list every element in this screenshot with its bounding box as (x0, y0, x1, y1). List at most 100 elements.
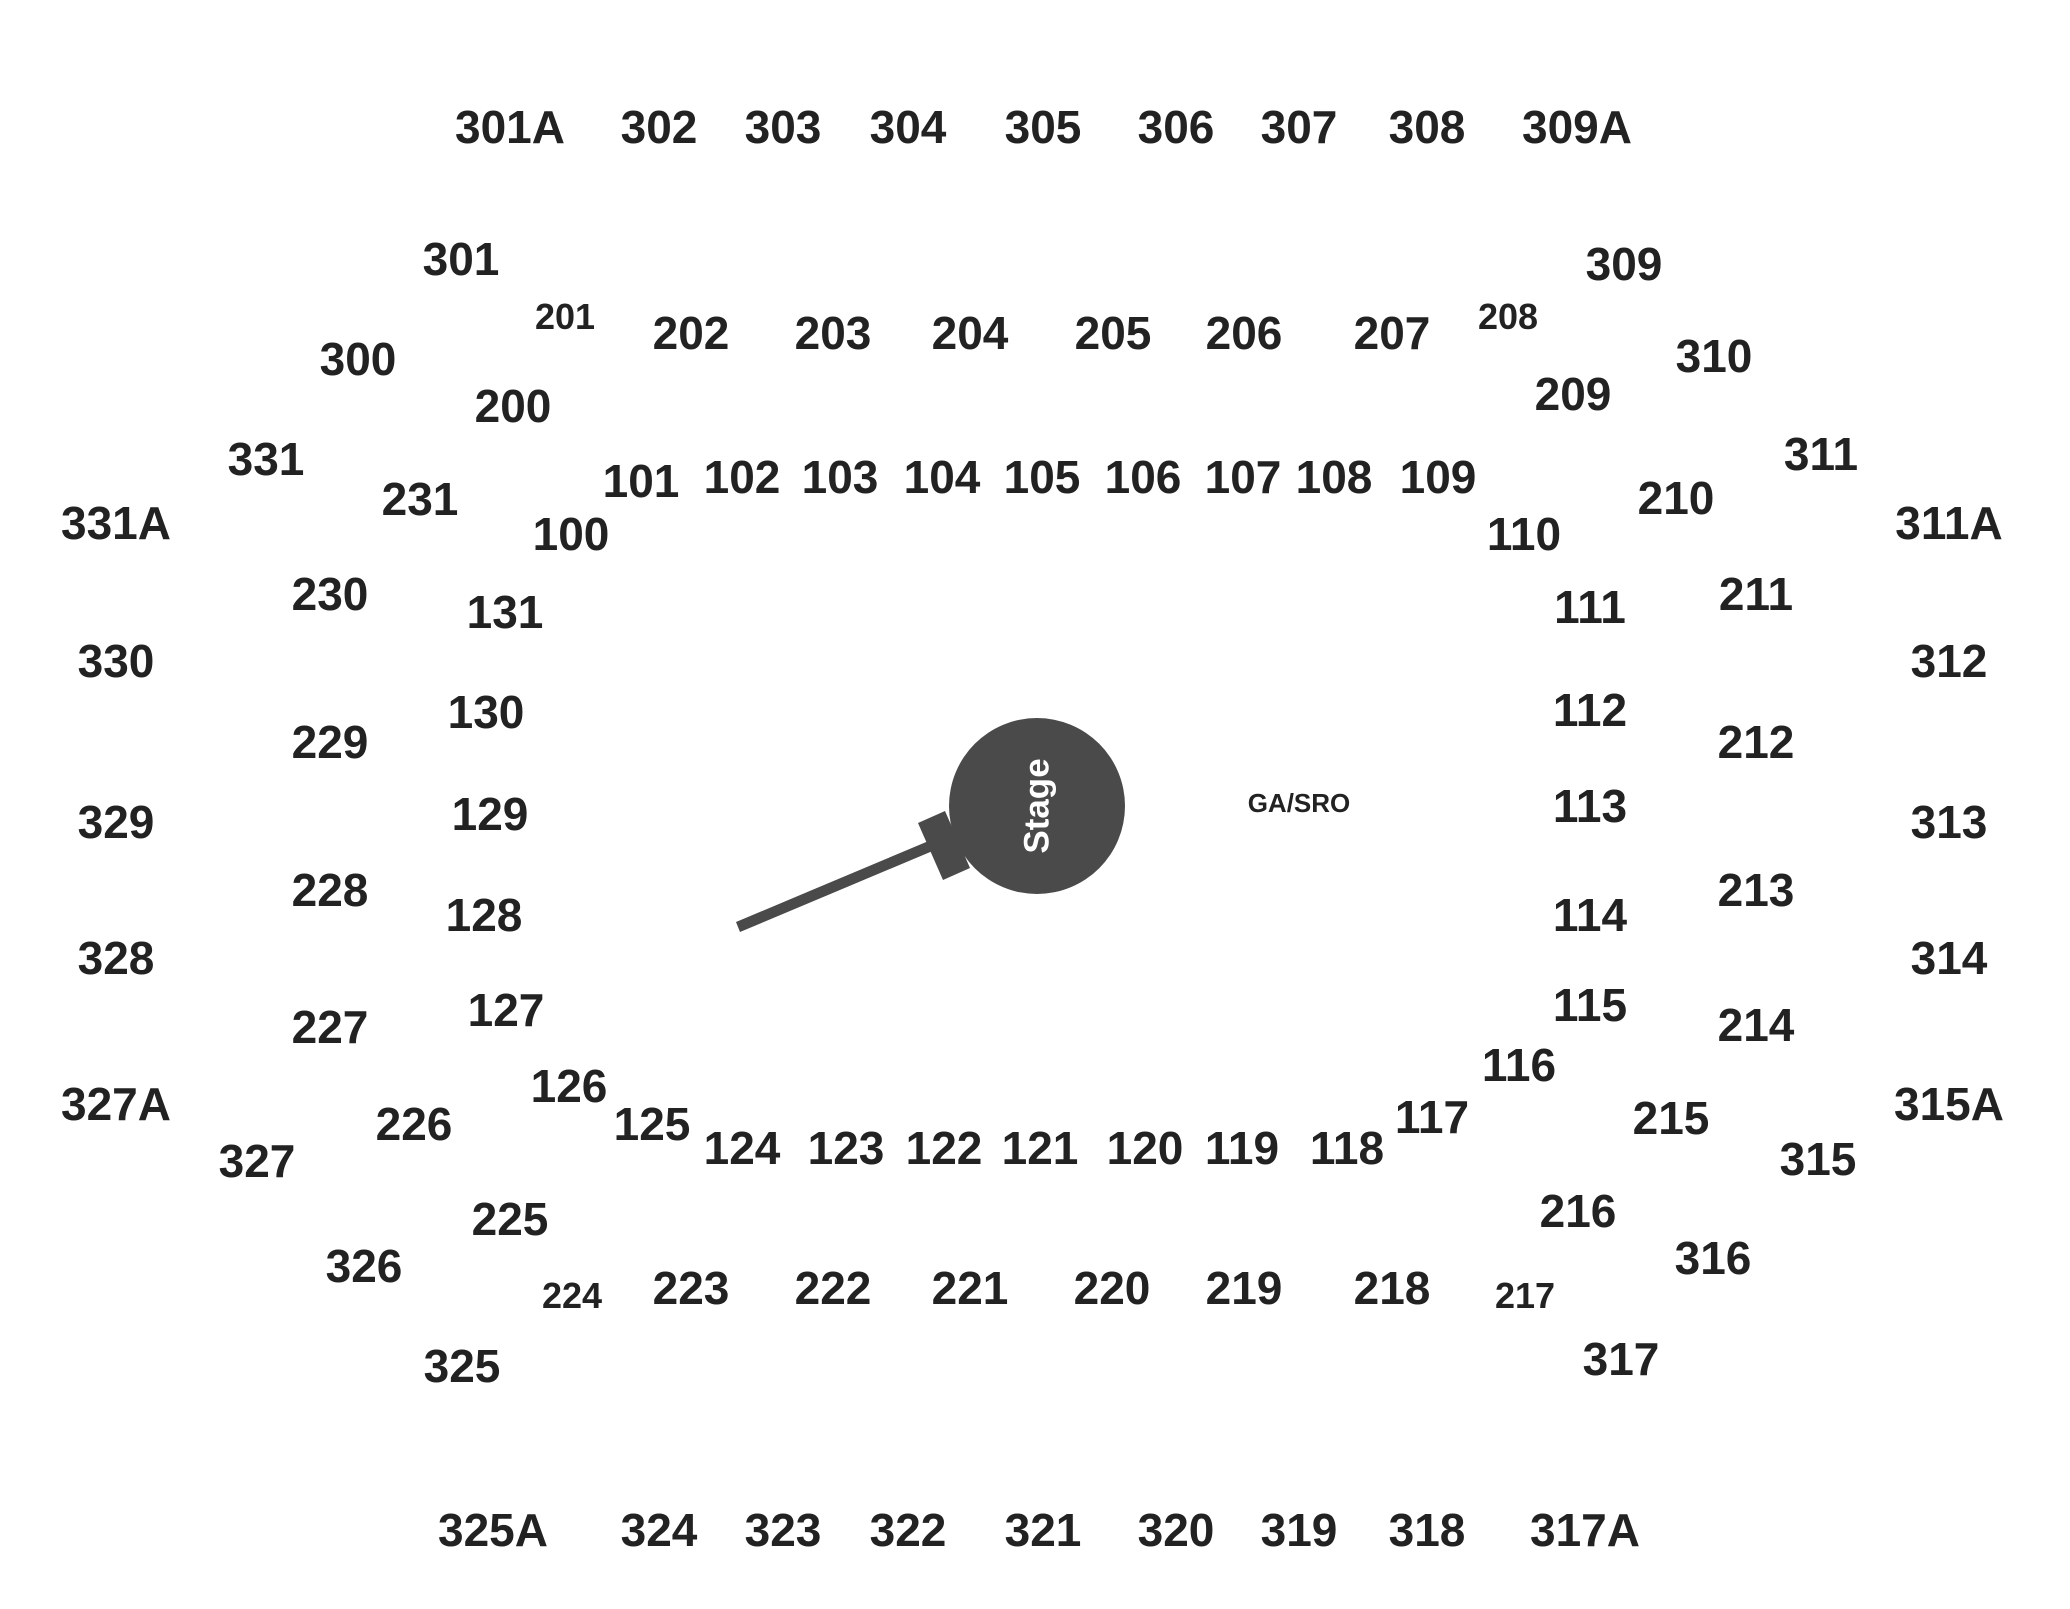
section-115[interactable]: 115 (1552, 979, 1628, 1031)
section-328[interactable]: 328 (77, 932, 155, 984)
section-208[interactable]: 208 (1477, 296, 1539, 337)
section-301[interactable]: 301 (422, 233, 500, 285)
section-325[interactable]: 325 (423, 1340, 501, 1392)
section-311a[interactable]: 311A (1895, 497, 2003, 549)
section-222[interactable]: 222 (794, 1262, 872, 1314)
section-331[interactable]: 331 (227, 433, 305, 485)
section-327[interactable]: 327 (218, 1135, 296, 1187)
section-313[interactable]: 313 (1910, 796, 1988, 848)
section-305[interactable]: 305 (1004, 101, 1082, 153)
section-331a[interactable]: 331A (61, 497, 171, 549)
section-320[interactable]: 320 (1137, 1504, 1215, 1556)
section-104[interactable]: 104 (903, 451, 981, 503)
section-220[interactable]: 220 (1073, 1262, 1151, 1314)
section-128[interactable]: 128 (445, 889, 523, 941)
section-230[interactable]: 230 (291, 568, 369, 620)
section-109[interactable]: 109 (1399, 451, 1477, 503)
section-110[interactable]: 110 (1486, 508, 1562, 560)
section-123[interactable]: 123 (807, 1122, 885, 1174)
section-204[interactable]: 204 (931, 307, 1009, 359)
section-129[interactable]: 129 (451, 788, 529, 840)
section-218[interactable]: 218 (1353, 1262, 1431, 1314)
stage-circle[interactable] (949, 718, 1125, 894)
section-105[interactable]: 105 (1003, 451, 1081, 503)
section-202[interactable]: 202 (652, 307, 730, 359)
section-323[interactable]: 323 (744, 1504, 822, 1556)
section-122[interactable]: 122 (905, 1122, 983, 1174)
section-317[interactable]: 317 (1582, 1333, 1660, 1385)
section-314[interactable]: 314 (1910, 932, 1988, 984)
ga-sro-label[interactable]: GA/SRO (1247, 788, 1351, 818)
section-214[interactable]: 214 (1717, 999, 1795, 1051)
section-308[interactable]: 308 (1388, 101, 1466, 153)
section-100[interactable]: 100 (532, 508, 610, 560)
section-114[interactable]: 114 (1552, 889, 1628, 941)
section-212[interactable]: 212 (1717, 716, 1795, 768)
section-201[interactable]: 201 (534, 296, 596, 337)
section-315a[interactable]: 315A (1894, 1078, 2004, 1130)
section-103[interactable]: 103 (801, 451, 879, 503)
section-303[interactable]: 303 (744, 101, 822, 153)
section-311[interactable]: 311 (1783, 428, 1859, 480)
section-102[interactable]: 102 (703, 451, 781, 503)
section-203[interactable]: 203 (794, 307, 872, 359)
section-302[interactable]: 302 (620, 101, 698, 153)
section-217[interactable]: 217 (1494, 1275, 1556, 1316)
section-315[interactable]: 315 (1779, 1133, 1857, 1185)
section-306[interactable]: 306 (1137, 101, 1215, 153)
section-206[interactable]: 206 (1205, 307, 1283, 359)
section-107[interactable]: 107 (1204, 451, 1282, 503)
section-125[interactable]: 125 (613, 1098, 691, 1150)
section-228[interactable]: 228 (291, 864, 369, 916)
section-327a[interactable]: 327A (61, 1078, 171, 1130)
section-225[interactable]: 225 (471, 1193, 549, 1245)
section-231[interactable]: 231 (381, 473, 459, 525)
section-310[interactable]: 310 (1675, 330, 1753, 382)
section-211[interactable]: 211 (1718, 568, 1794, 620)
section-325a[interactable]: 325A (438, 1504, 548, 1556)
section-111[interactable]: 111 (1554, 581, 1626, 633)
section-321[interactable]: 321 (1004, 1504, 1082, 1556)
section-229[interactable]: 229 (291, 716, 369, 768)
section-215[interactable]: 215 (1632, 1092, 1710, 1144)
section-300[interactable]: 300 (319, 333, 397, 385)
section-127[interactable]: 127 (467, 984, 545, 1036)
section-227[interactable]: 227 (291, 1001, 369, 1053)
section-121[interactable]: 121 (1001, 1122, 1079, 1174)
section-126[interactable]: 126 (530, 1060, 608, 1112)
section-108[interactable]: 108 (1295, 451, 1373, 503)
section-221[interactable]: 221 (931, 1262, 1009, 1314)
section-112[interactable]: 112 (1552, 684, 1628, 736)
section-200[interactable]: 200 (474, 380, 552, 432)
section-309[interactable]: 309 (1585, 238, 1663, 290)
section-116[interactable]: 116 (1481, 1039, 1557, 1091)
section-130[interactable]: 130 (447, 686, 525, 738)
section-329[interactable]: 329 (77, 796, 155, 848)
section-312[interactable]: 312 (1910, 635, 1988, 687)
section-209[interactable]: 209 (1534, 368, 1612, 420)
section-117[interactable]: 117 (1394, 1091, 1470, 1143)
section-216[interactable]: 216 (1539, 1185, 1617, 1237)
section-210[interactable]: 210 (1637, 472, 1715, 524)
section-131[interactable]: 131 (466, 586, 544, 638)
section-226[interactable]: 226 (375, 1098, 453, 1150)
section-119[interactable]: 119 (1204, 1122, 1280, 1174)
section-118[interactable]: 118 (1309, 1122, 1385, 1174)
section-319[interactable]: 319 (1260, 1504, 1338, 1556)
section-326[interactable]: 326 (325, 1240, 403, 1292)
section-205[interactable]: 205 (1074, 307, 1152, 359)
section-322[interactable]: 322 (869, 1504, 947, 1556)
section-101[interactable]: 101 (602, 455, 680, 507)
section-301a[interactable]: 301A (455, 101, 565, 153)
section-124[interactable]: 124 (703, 1122, 781, 1174)
section-309a[interactable]: 309A (1522, 101, 1632, 153)
section-316[interactable]: 316 (1674, 1232, 1752, 1284)
section-324[interactable]: 324 (620, 1504, 698, 1556)
section-207[interactable]: 207 (1353, 307, 1431, 359)
section-120[interactable]: 120 (1106, 1122, 1184, 1174)
section-318[interactable]: 318 (1388, 1504, 1466, 1556)
section-317a[interactable]: 317A (1530, 1504, 1640, 1556)
section-307[interactable]: 307 (1260, 101, 1338, 153)
section-106[interactable]: 106 (1104, 451, 1182, 503)
section-330[interactable]: 330 (77, 635, 155, 687)
